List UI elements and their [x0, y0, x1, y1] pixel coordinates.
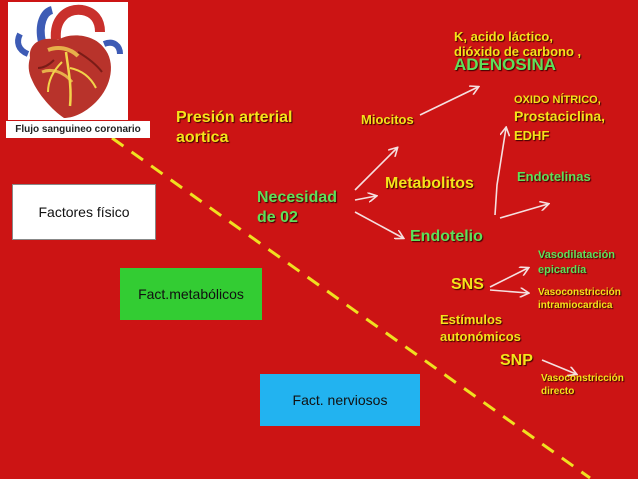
necesidad-line2: de 02	[257, 208, 298, 226]
vasoconstriccion-intra-line1: Vasoconstricción	[538, 287, 621, 298]
vasodilatacion-label: Vasodilatación epicardía	[538, 249, 616, 276]
k-acido-line: K, acido láctico,	[454, 29, 553, 44]
flujo-coronario-label: Flujo sanguineo coronario	[6, 121, 150, 138]
arrow-to-adenosina	[419, 87, 478, 116]
metabolitos-label: Metabolitos	[385, 175, 474, 192]
dioxido-line: dióxido de carbono ,	[454, 43, 582, 59]
vasoconstriccion-directo-line1: Vasoconstricción	[541, 373, 624, 384]
presion-arterial-line1: Presión arterial	[176, 109, 293, 126]
vasoconstriccion-intra-line2: intramiocardica	[538, 299, 613, 311]
endotelinas-label: Endotelinas	[517, 169, 591, 184]
heart-image	[8, 2, 128, 120]
endotelio-label: Endotelio	[410, 228, 483, 245]
arrow-to-vasoconstriccion-directo	[541, 359, 576, 374]
sns-label: SNS	[451, 276, 484, 293]
prostaciclina-label: Prostaciclina,	[514, 108, 606, 124]
arrow-to-oxido-nitrico	[494, 128, 506, 216]
factores-metabolicos-box: Fact.metabólicos	[120, 268, 262, 320]
miocitos-label: Miocitos	[361, 112, 414, 127]
necesidad-line1: Necesidad	[257, 189, 338, 206]
arrow-to-endotelio	[354, 211, 403, 238]
arrow-to-vasodilatacion	[489, 268, 528, 288]
adenosina-label: ADENOSINA	[454, 55, 557, 74]
oxido-nitrico-label: OXIDO NÍTRICO,	[514, 94, 601, 106]
estimulos-line2: autonómicos	[440, 328, 521, 344]
vasodilatacion-line2: epicardía	[538, 263, 587, 276]
vasodilatacion-line1: Vasodilatación	[538, 249, 616, 261]
vasoconstriccion-directo-label: Vasoconstricción directo	[541, 373, 624, 397]
presion-arterial-label: Presión arterial aortica	[176, 109, 293, 147]
arrow-to-vasoconstriccion-intra	[489, 290, 528, 293]
estimulos-line1: Estímulos	[440, 312, 503, 327]
estimulos-autonomicos-label: Estímulos autonómicos	[440, 313, 521, 343]
snp-label: SNP	[500, 352, 533, 369]
arrow-to-miocitos	[354, 148, 397, 191]
metabolites-list-label: K, acido láctico, dióxido de carbono ,	[454, 30, 581, 58]
edhf-label: EDHF	[514, 128, 550, 143]
vasoconstriccion-directo-line2: directo	[541, 385, 575, 397]
arrow-to-metabolitos	[354, 196, 376, 200]
factores-fisico-box: Factores físico	[12, 184, 156, 240]
arrow-to-endotelinas	[499, 204, 548, 219]
heart-anatomy-icon	[8, 2, 128, 120]
necesidad-o2-label: Necesidad de 02	[257, 189, 338, 227]
factores-nerviosos-box: Fact. nerviosos	[260, 374, 420, 426]
vasoconstriccion-intra-label: Vasoconstricción intramiocardica	[538, 287, 621, 311]
presion-arterial-line2: aortica	[176, 128, 229, 146]
dashed-diagonal-line	[111, 136, 591, 479]
